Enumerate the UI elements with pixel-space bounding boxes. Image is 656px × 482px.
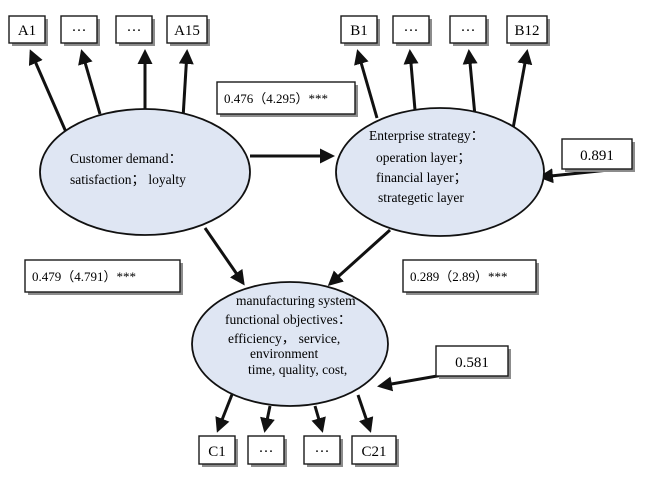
enterprise-strategy-ellipse <box>335 107 545 237</box>
arrow-enterprise-to-b2 <box>403 49 419 111</box>
arrow-customer-to-manufacturing <box>203 227 245 286</box>
coefficient-box-enterprise-to-manufacturing: 0.289（2.89）*** <box>402 259 539 295</box>
coefficient-label: 0.479（4.791）*** <box>32 269 136 284</box>
customer-demand-ellipse <box>39 108 251 236</box>
indicator-label: B12 <box>514 23 539 39</box>
arrow-customer-to-a2 <box>78 49 102 115</box>
manufacturing-system-label-line-3: efficiency， service, <box>228 331 340 346</box>
coefficient-box-customer-to-manufacturing: 0.479（4.791）*** <box>24 259 183 295</box>
residual-box-manufacturing: 0.581 <box>435 345 511 379</box>
enterprise-strategy-label-line-1: Enterprise strategy： <box>369 128 484 143</box>
enterprise-strategy-label-line-3: financial layer； <box>376 170 467 186</box>
indicator-label: ··· <box>461 23 476 39</box>
enterprise-strategy-label-line-2: operation layer； <box>376 150 471 166</box>
indicator-box-a3: ··· <box>115 15 155 46</box>
arrow-manufacturing-to-c1 <box>215 391 235 433</box>
residual-label: 0.891 <box>580 148 614 164</box>
indicator-label: ··· <box>315 444 330 460</box>
indicator-box-b12: B12 <box>506 15 550 46</box>
coefficient-box-customer-to-enterprise: 0.476（4.295）*** <box>216 81 358 117</box>
customer-demand-label-line-1: Customer demand： <box>70 151 182 166</box>
manufacturing-system-label-line-2: functional objectives： <box>225 312 351 327</box>
node-customer-demand: Customer demand： satisfaction； loyalty <box>39 108 251 236</box>
indicator-label: B1 <box>350 23 368 39</box>
indicator-box-c2: ··· <box>247 435 287 467</box>
arrow-enterprise-to-b12 <box>510 49 533 135</box>
node-enterprise-strategy: Enterprise strategy： operation layer； fi… <box>335 107 545 237</box>
indicator-label: ··· <box>259 444 274 460</box>
indicator-box-b1: B1 <box>340 15 380 46</box>
arrow-customer-to-a1 <box>28 49 68 133</box>
residual-box-enterprise: 0.891 <box>561 138 635 172</box>
indicator-box-c1: C1 <box>198 435 238 467</box>
indicator-label: ··· <box>72 23 87 39</box>
indicator-box-b3: ··· <box>449 15 489 46</box>
coefficient-label: 0.476（4.295）*** <box>224 91 328 106</box>
manufacturing-system-ellipse <box>191 281 389 407</box>
indicator-label: ··· <box>127 23 142 39</box>
indicator-box-b2: ··· <box>392 15 432 46</box>
arrow-enterprise-to-manufacturing <box>327 228 392 287</box>
customer-demand-label-line-2: satisfaction； loyalty <box>70 172 186 188</box>
arrow-manufacturing-to-c2 <box>260 405 275 433</box>
arrow-customer-to-a15 <box>178 49 194 119</box>
indicator-box-a1: A1 <box>8 15 48 46</box>
enterprise-strategy-label-line-4: strategetic layer <box>378 190 464 205</box>
indicator-label: C21 <box>361 444 386 460</box>
arrow-manufacturing-to-c3 <box>311 405 326 433</box>
arrow-manufacturing-to-c21 <box>356 394 374 433</box>
coefficient-label: 0.289（2.89）*** <box>410 269 508 284</box>
indicator-box-c21: C21 <box>351 435 399 467</box>
indicator-box-c3: ··· <box>303 435 343 467</box>
residual-label: 0.581 <box>455 355 489 371</box>
indicator-group-c: C1 ··· ··· C21 <box>198 435 399 467</box>
indicator-group-a: A1 ··· ··· A15 <box>8 15 210 46</box>
indicator-label: A15 <box>174 23 200 39</box>
arrow-enterprise-to-b1 <box>354 49 379 119</box>
indicator-label: C1 <box>208 444 226 460</box>
indicator-group-b: B1 ··· ··· B12 <box>340 15 550 46</box>
node-manufacturing-system: manufacturing system functional objectiv… <box>191 281 389 407</box>
manufacturing-system-label-line-5: time, quality, cost, <box>248 362 347 377</box>
manufacturing-system-label-line-1: manufacturing system <box>236 293 356 308</box>
indicator-box-a2: ··· <box>60 15 100 46</box>
manufacturing-system-label-line-4: environment <box>250 346 318 361</box>
arrow-enterprise-to-b3 <box>462 49 478 117</box>
indicator-label: A1 <box>18 23 36 39</box>
indicator-box-a15: A15 <box>166 15 210 46</box>
indicator-label: ··· <box>404 23 419 39</box>
